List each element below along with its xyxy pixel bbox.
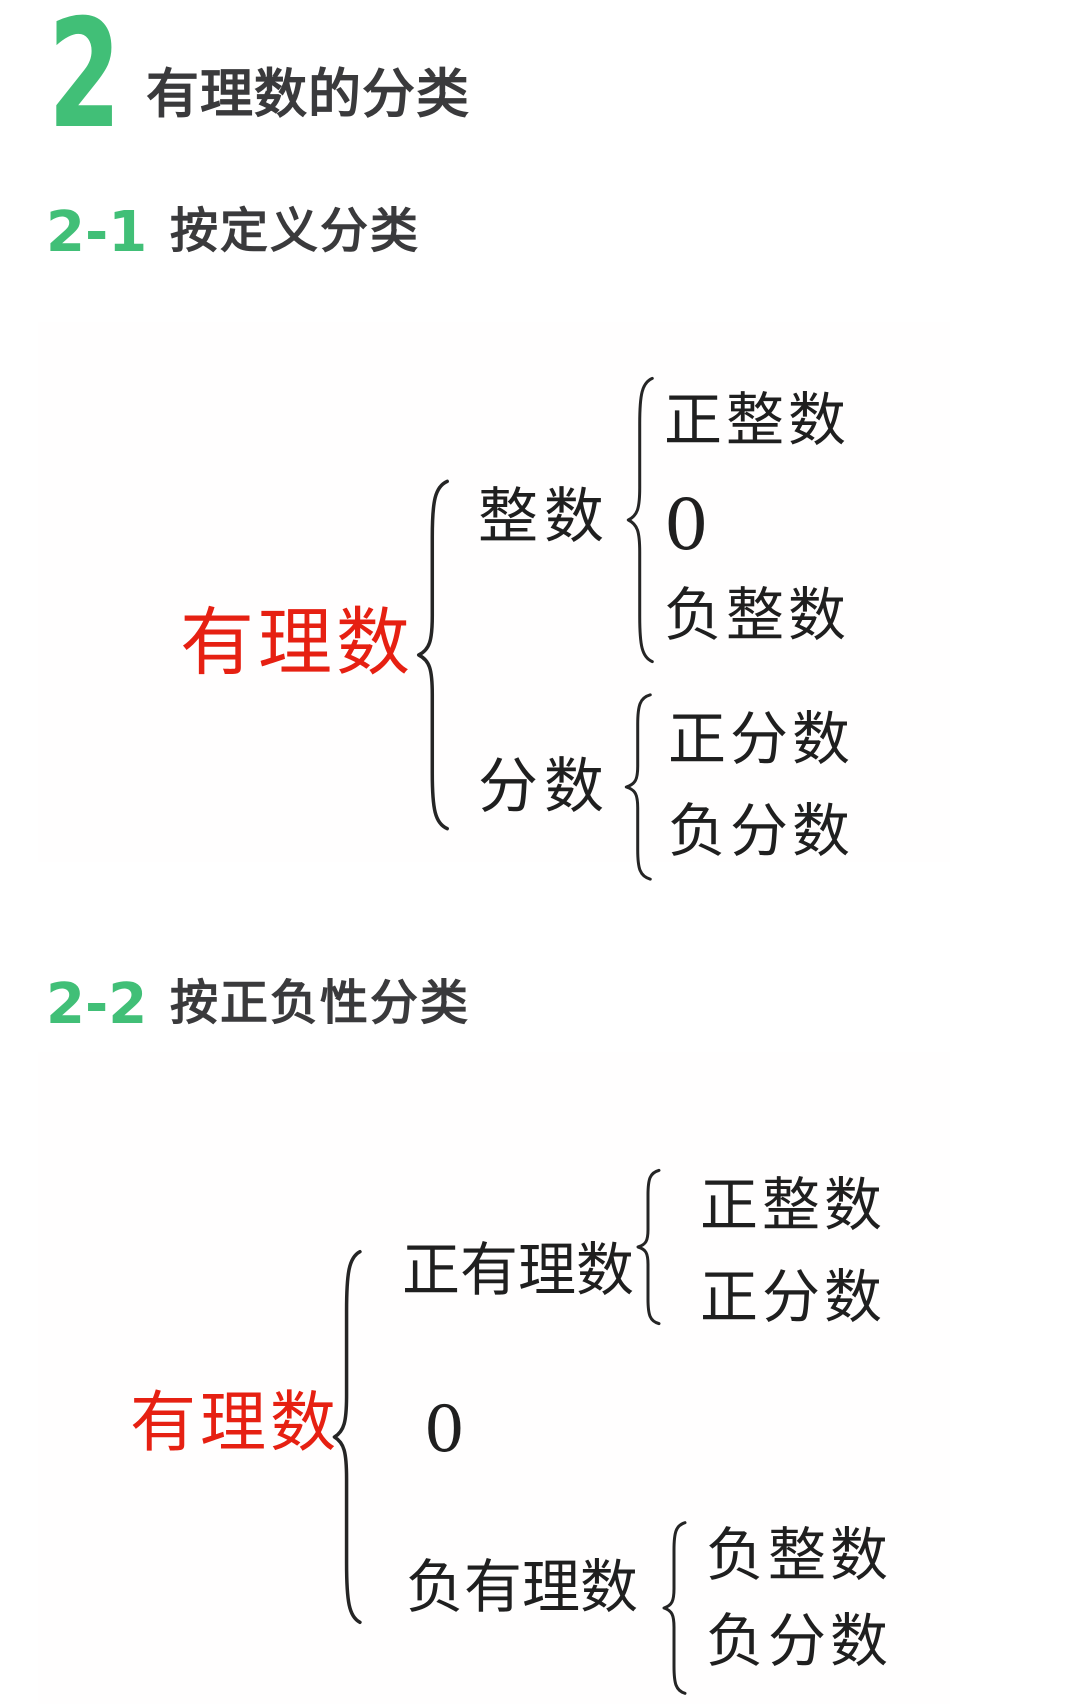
- diagram2-branch-positive-rationals: 正有理数: [402, 1236, 635, 1304]
- brace-root-sign: [332, 1246, 366, 1628]
- subsection-number-2-2: 2-2: [46, 972, 148, 1037]
- diagram2-leaf-positive-fractions: 正分数: [700, 1263, 887, 1331]
- diagram1-leaf-negative-fractions: 负分数: [668, 797, 855, 865]
- diagram1-leaf-positive-integers: 正整数: [664, 386, 851, 454]
- diagram2-root-label: 有理数: [130, 1384, 340, 1461]
- brace-root-definition: [416, 476, 454, 834]
- diagram2-branch-zero: 0: [424, 1393, 465, 1467]
- subsection-number-2-1: 2-1: [46, 200, 148, 265]
- diagram1-leaf-zero: 0: [664, 484, 709, 566]
- subsection-title-2-1: 按定义分类: [170, 203, 421, 259]
- page-title: 有理数的分类: [146, 64, 470, 125]
- brace-fractions: [624, 692, 656, 882]
- diagram2-leaf-negative-integers: 负整数: [706, 1521, 893, 1589]
- diagram1-branch-integers: 整数: [478, 482, 610, 552]
- diagram1-root-label: 有理数: [180, 600, 414, 686]
- brace-integers: [626, 374, 658, 666]
- diagram-by-sign: 有理数 正有理数 正整数 正分数 0 负有理数 负整数 负分数: [38, 1052, 950, 1704]
- diagram2-leaf-negative-fractions: 负分数: [706, 1607, 893, 1675]
- brace-positive-rationals: [636, 1168, 664, 1326]
- diagram1-branch-fractions: 分数: [478, 752, 610, 822]
- diagram2-branch-negative-rationals: 负有理数: [406, 1553, 639, 1621]
- section-number: 2: [48, 0, 122, 162]
- diagram2-leaf-positive-integers: 正整数: [700, 1171, 887, 1239]
- subsection-title-2-2: 按正负性分类: [170, 975, 471, 1031]
- diagram1-leaf-negative-integers: 负整数: [664, 581, 851, 649]
- brace-negative-rationals: [662, 1520, 690, 1696]
- diagram1-leaf-positive-fractions: 正分数: [668, 705, 855, 773]
- diagram-by-definition: 有理数 整数 正整数 0 负整数 分数 正分数 负分数: [38, 322, 950, 862]
